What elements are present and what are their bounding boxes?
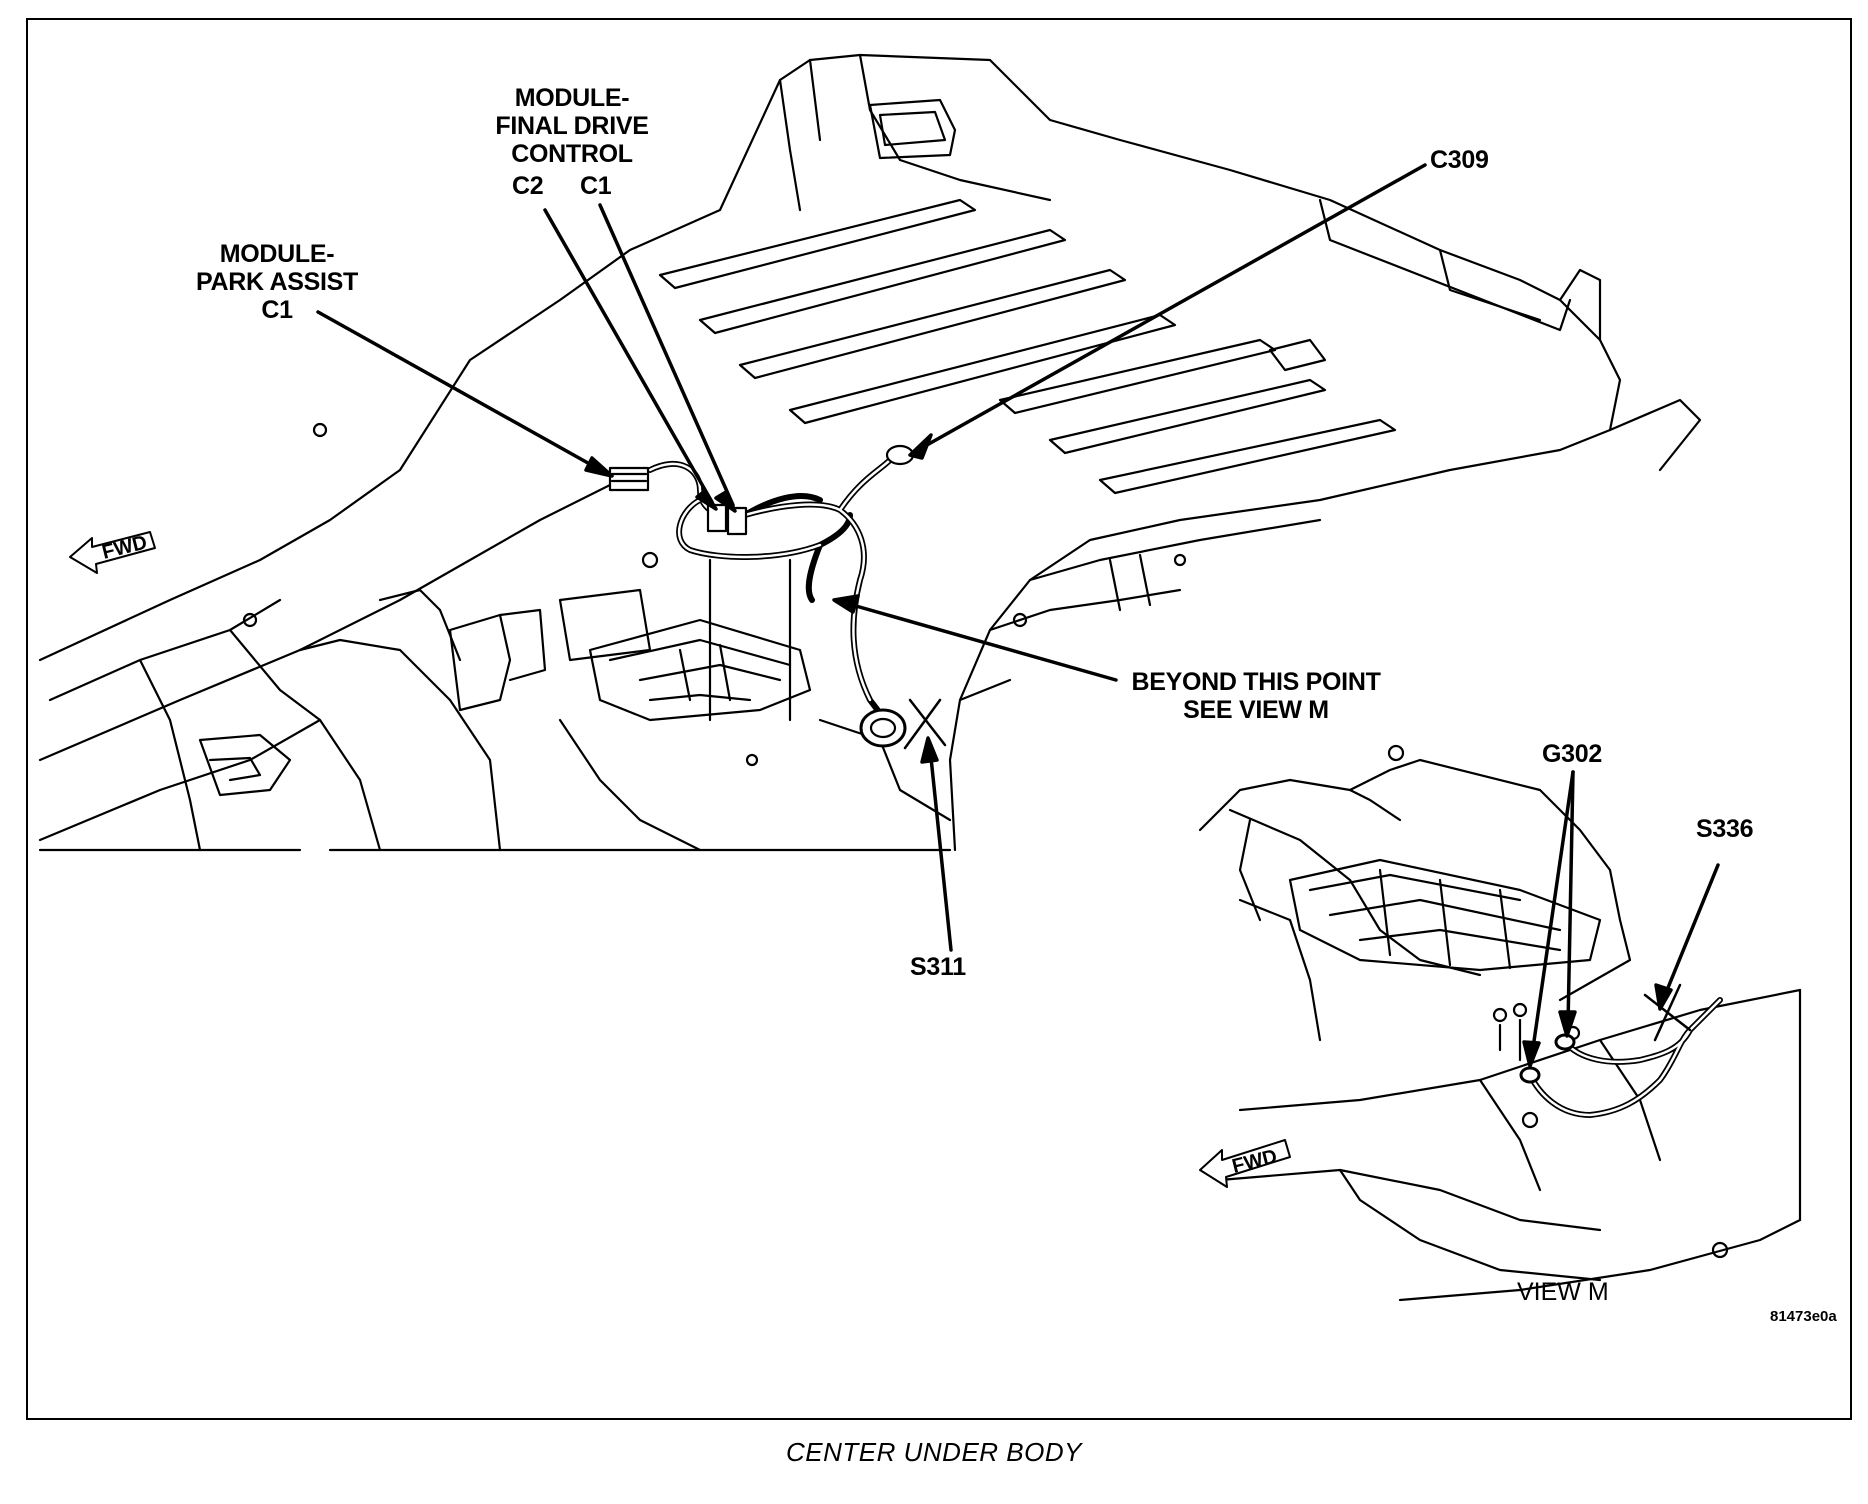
label-park-line1: MODULE- (219, 240, 335, 268)
label-module-fdc: MODULE- FINAL DRIVE CONTROL (462, 84, 682, 168)
label-beyond-line2: SEE VIEW M (1183, 696, 1329, 724)
figure-number: 81473e0a (1770, 1308, 1837, 1325)
label-park-line2: PARK ASSIST (196, 268, 358, 296)
module-tray (588, 618, 812, 722)
grommet (859, 708, 907, 748)
label-g302: G302 (1542, 740, 1602, 768)
s311-splice-mark (903, 698, 947, 750)
label-module-fdc-line2: FINAL DRIVE (495, 112, 649, 140)
g302-eyelet-upper (1554, 1033, 1576, 1051)
label-park-line3: C1 (261, 296, 293, 324)
floor-pan-outline (38, 53, 1622, 852)
g302-eyelet-lower (1519, 1066, 1541, 1084)
label-beyond-line1: BEYOND THIS POINT (1131, 668, 1381, 696)
label-s311: S311 (910, 953, 966, 981)
ground-harness (1527, 997, 1723, 1118)
fwd-text-view-m: FWD (1230, 1145, 1280, 1177)
label-c2: C2 (512, 172, 544, 200)
label-c1-fdc: C1 (580, 172, 612, 200)
fdc-connector-c2 (706, 503, 728, 533)
label-beyond-this-point: BEYOND THIS POINT SEE VIEW M (1116, 668, 1396, 724)
fdc-connector-c1 (726, 506, 748, 536)
label-s336: S336 (1696, 815, 1754, 843)
label-c309: C309 (1430, 146, 1489, 174)
label-view-m: VIEW M (1517, 1278, 1609, 1306)
park-assist-connector (608, 466, 650, 492)
label-module-fdc-line1: MODULE- (514, 84, 630, 112)
s336-splice-mark (1643, 983, 1692, 1042)
fwd-text-main: FWD (100, 531, 150, 563)
diagram-caption: CENTER UNDER BODY (786, 1437, 1082, 1467)
label-module-fdc-line3: CONTROL (511, 140, 633, 168)
label-module-park-assist: MODULE- PARK ASSIST C1 (167, 240, 387, 324)
view-m-inset (1198, 744, 1802, 1302)
fwd-arrow-main (69, 531, 156, 574)
fwd-arrow-view-m (1199, 1139, 1291, 1188)
diagram-frame (26, 18, 1852, 1420)
